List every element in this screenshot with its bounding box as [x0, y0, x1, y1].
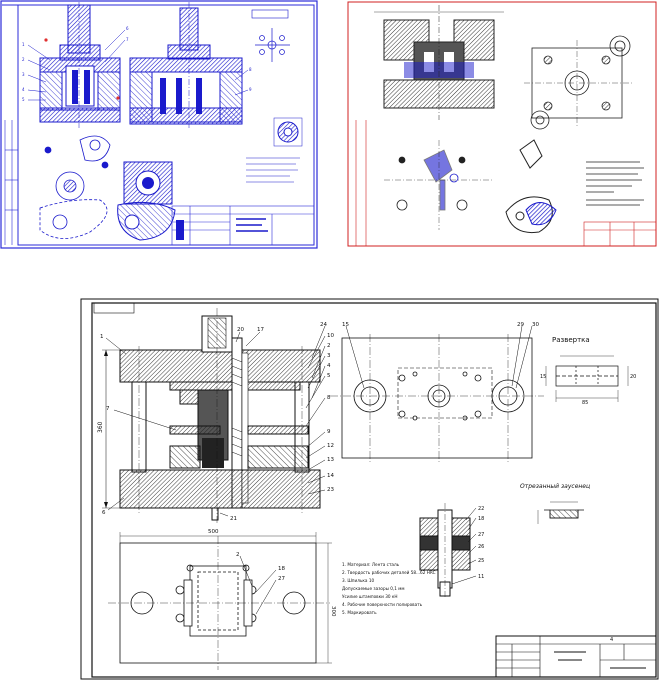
bottom-drawing: 360 1 20 17 24 10 [80, 298, 659, 680]
svg-text:3: 3 [22, 72, 25, 77]
svg-text:2: 2 [22, 57, 25, 62]
svg-text:13: 13 [327, 457, 334, 463]
svg-text:23: 23 [327, 487, 334, 493]
svg-text:5: 5 [22, 97, 25, 102]
drawing-sheet-top-right [344, 0, 659, 250]
svg-text:15: 15 [342, 322, 349, 328]
svg-text:17: 17 [257, 327, 264, 333]
callout-2: 2 [236, 552, 240, 558]
svg-text:Допускаемые зазоры 0,1 мм: Допускаемые зазоры 0,1 мм [342, 586, 405, 591]
front-section-view: 360 [97, 308, 321, 523]
dim-plan-width: 500 [208, 529, 219, 535]
callout-labels-front: 1 20 17 24 10 2 3 4 5 8 9 12 13 14 23 7 … [100, 322, 334, 522]
svg-text:6: 6 [126, 26, 129, 31]
svg-text:1: 1 [100, 334, 104, 340]
svg-text:1: 1 [22, 42, 25, 47]
side-subassembly: 22 18 27 26 25 11 [419, 503, 484, 598]
plan-view-die-plate [330, 325, 544, 462]
svg-text:9: 9 [327, 429, 331, 435]
svg-text:5: 5 [327, 373, 331, 379]
svg-text:10: 10 [327, 333, 334, 339]
svg-text:22: 22 [478, 506, 484, 512]
title-block-top-left [171, 205, 315, 246]
svg-text:9: 9 [249, 87, 252, 92]
svg-text:4: 4 [22, 87, 25, 92]
parts-lower-left [39, 135, 111, 239]
title-block-top-right [583, 221, 657, 247]
svg-text:3: 3 [327, 353, 331, 359]
svg-text:7: 7 [126, 37, 129, 42]
svg-text:24: 24 [320, 322, 327, 328]
dim-plan-height: 300 [330, 606, 336, 617]
svg-text:2. Твердость рабочих деталей 5: 2. Твердость рабочих деталей 58...62 HRC [342, 570, 436, 575]
technical-notes: 1. Материал: Лента сталь 2. Твердость ра… [342, 562, 436, 615]
razvertka-dim-total: 85 [582, 400, 588, 406]
round-part [273, 117, 303, 147]
sheet-number: 4 [610, 637, 613, 643]
svg-text:1. Материал: Лента сталь: 1. Материал: Лента сталь [342, 562, 400, 567]
callout-27: 27 [278, 576, 285, 582]
svg-text:25: 25 [478, 558, 484, 564]
plan-view-bottom [108, 532, 332, 670]
svg-text:3. Шпилька 10: 3. Шпилька 10 [342, 578, 374, 583]
razvertka-title: Развертка [552, 336, 590, 344]
top-left-drawing: 1 2 3 4 5 6 7 8 9 [0, 0, 318, 249]
square-plate [117, 161, 176, 241]
svg-text:4. Рабочие поверхности полиров: 4. Рабочие поверхности полировать [342, 602, 423, 607]
svg-text:27: 27 [478, 532, 484, 538]
svg-text:12: 12 [327, 443, 334, 449]
die-section-right [129, 2, 243, 128]
die-section-left [39, 2, 121, 128]
svg-text:7: 7 [106, 406, 110, 412]
svg-text:26: 26 [478, 544, 484, 550]
dim-height-left: 360 [97, 421, 104, 433]
svg-text:4: 4 [327, 363, 331, 369]
svg-text:14: 14 [327, 473, 334, 479]
die-assembly-section [374, 5, 504, 120]
plan-view-upper [524, 35, 634, 130]
svg-text:2: 2 [327, 343, 331, 349]
svg-text:Усилие штамповки 30 кН: Усилие штамповки 30 кН [342, 594, 398, 599]
svg-text:30: 30 [532, 322, 539, 328]
razvertka-dim-h: 15 [540, 374, 546, 380]
burr-title: Отрезанный заусенец [520, 483, 590, 490]
razvertka-dim-w: 20 [630, 374, 636, 380]
callout-labels-plan: 15 29 30 [342, 322, 539, 328]
svg-text:8: 8 [249, 67, 252, 72]
detail-top-right [251, 9, 290, 62]
svg-text:29: 29 [517, 322, 524, 328]
title-block-bottom [495, 635, 657, 678]
svg-text:5. Маркировать: 5. Маркировать [342, 610, 377, 615]
drawing-sheet-top-left: 1 2 3 4 5 6 7 8 9 [0, 0, 318, 250]
drawing-sheet-bottom: 360 1 20 17 24 10 [80, 298, 659, 680]
svg-text:6: 6 [102, 510, 106, 516]
callout-18: 18 [278, 566, 285, 572]
detail-lower-left [384, 140, 494, 230]
top-right-drawing [347, 1, 657, 247]
burr-detail [537, 501, 584, 524]
razvertka-detail [545, 355, 629, 402]
svg-text:11: 11 [478, 574, 484, 580]
svg-text:8: 8 [327, 395, 331, 401]
svg-text:21: 21 [230, 516, 237, 522]
svg-text:20: 20 [237, 327, 244, 333]
svg-text:18: 18 [478, 516, 484, 522]
blank-shape [505, 139, 557, 234]
